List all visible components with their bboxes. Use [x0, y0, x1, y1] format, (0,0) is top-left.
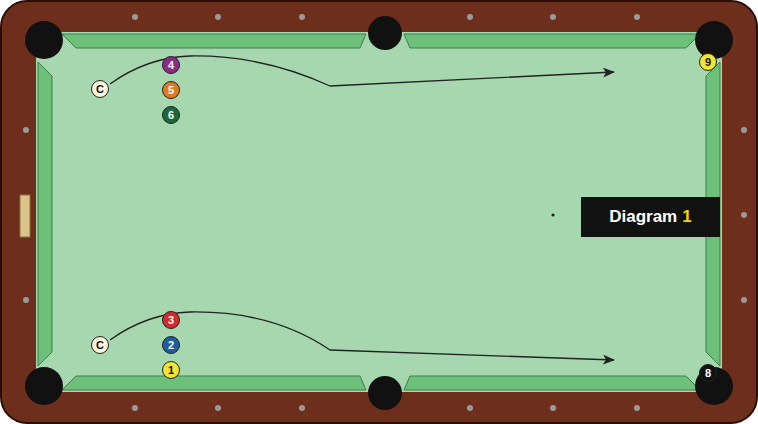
- plate-number: 1: [682, 207, 691, 227]
- plate-word: Diagram: [609, 207, 677, 227]
- pool-ball: C: [91, 80, 109, 98]
- diamond-sights: [23, 14, 747, 411]
- pool-ball: C: [91, 336, 109, 354]
- foot-spot: [551, 213, 554, 216]
- pool-ball: 1: [162, 361, 180, 379]
- pool-ball: 2: [162, 336, 180, 354]
- ball-number: 6: [168, 110, 174, 121]
- diagram-label-plate: Diagram1: [581, 197, 720, 237]
- pool-ball: 4: [162, 56, 180, 74]
- cushions: [38, 34, 720, 390]
- ball-number: C: [96, 84, 104, 95]
- ball-number: C: [96, 340, 104, 351]
- ball-number: 9: [705, 57, 711, 68]
- pool-ball: 8: [699, 364, 717, 382]
- felt: [36, 32, 722, 392]
- ball-number: 3: [168, 315, 174, 326]
- pool-ball: 6: [162, 106, 180, 124]
- ball-number: 5: [168, 85, 174, 96]
- ball-number: 1: [168, 365, 174, 376]
- pool-ball: 5: [162, 81, 180, 99]
- pool-ball: 9: [699, 53, 717, 71]
- ball-number: 8: [705, 368, 711, 379]
- cue-ball-paths: [110, 56, 614, 360]
- pockets: [25, 16, 733, 410]
- rail-marker: [20, 195, 30, 237]
- ball-number: 2: [168, 340, 174, 351]
- ball-number: 4: [168, 60, 174, 71]
- pool-ball: 3: [162, 311, 180, 329]
